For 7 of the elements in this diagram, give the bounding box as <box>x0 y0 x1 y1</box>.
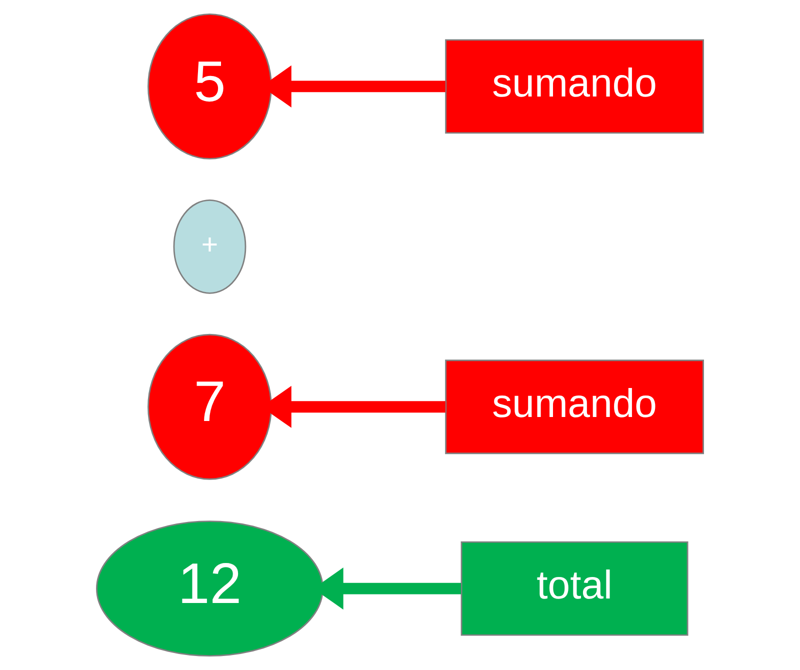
node-box: sumando <box>445 39 704 134</box>
node-box: total <box>460 541 688 636</box>
node-ellipse: 5 <box>148 13 272 160</box>
node-ellipse: + <box>173 199 246 294</box>
node-ellipse: 12 <box>96 520 324 657</box>
node-ellipse: 7 <box>148 334 272 480</box>
node-box: sumando <box>445 360 704 454</box>
